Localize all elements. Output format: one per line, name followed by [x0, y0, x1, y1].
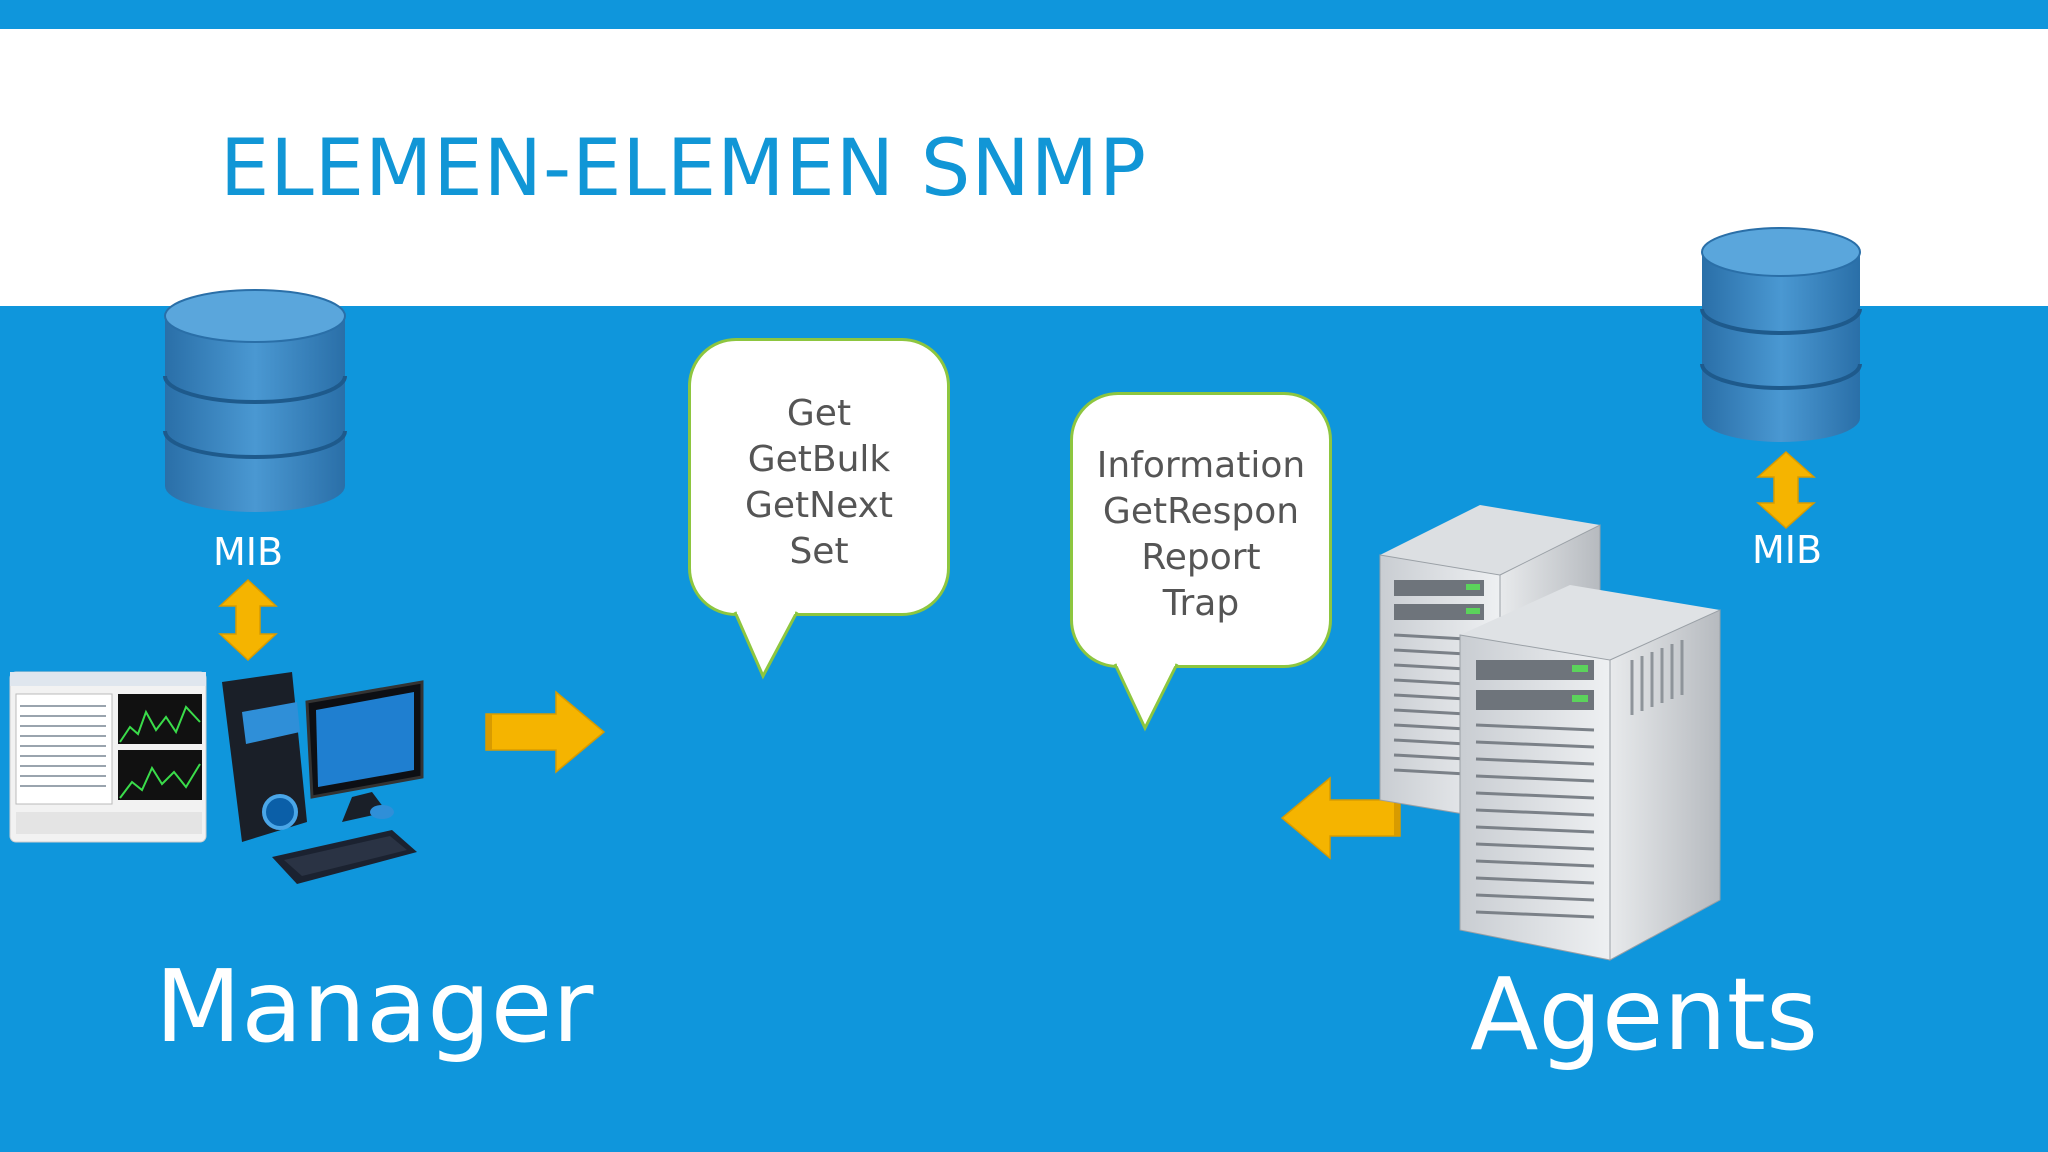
response-bubble-tail [1113, 660, 1179, 732]
arrow-left-icon [1280, 776, 1401, 860]
agents-double-arrow-icon [1756, 450, 1816, 530]
manager-console-icon [9, 671, 207, 843]
manager-label: Manager [155, 948, 594, 1065]
top-bar [0, 0, 2048, 29]
request-bubble-tail [733, 608, 799, 680]
bubble-line: GetNext [744, 485, 894, 526]
bubble-line: Get [786, 393, 852, 434]
agents-mib-label: MIB [1752, 528, 1823, 572]
slide-title: ELEMEN-ELEMEN SNMP [220, 124, 1148, 214]
bubble-line: Information [1096, 445, 1306, 486]
bubble-line: Trap [1162, 583, 1240, 624]
manager-mib-label: MIB [213, 530, 284, 574]
bubble-line: GetBulk [747, 439, 891, 480]
bubble-line: Set [789, 531, 849, 572]
computer-icon [222, 672, 424, 884]
manager-database-icon [163, 289, 347, 512]
agents-label: Agents [1470, 956, 1819, 1073]
server-icon [1379, 505, 1721, 961]
response-operations-bubble: Information GetRespon Report Trap [1070, 392, 1332, 668]
manager-double-arrow-icon [218, 578, 278, 662]
bubble-line: GetRespon [1102, 491, 1300, 532]
bubble-line: Report [1141, 537, 1261, 578]
agents-database-icon [1700, 227, 1862, 442]
arrow-right-icon [485, 690, 606, 774]
request-operations-bubble: Get GetBulk GetNext Set [688, 338, 950, 616]
